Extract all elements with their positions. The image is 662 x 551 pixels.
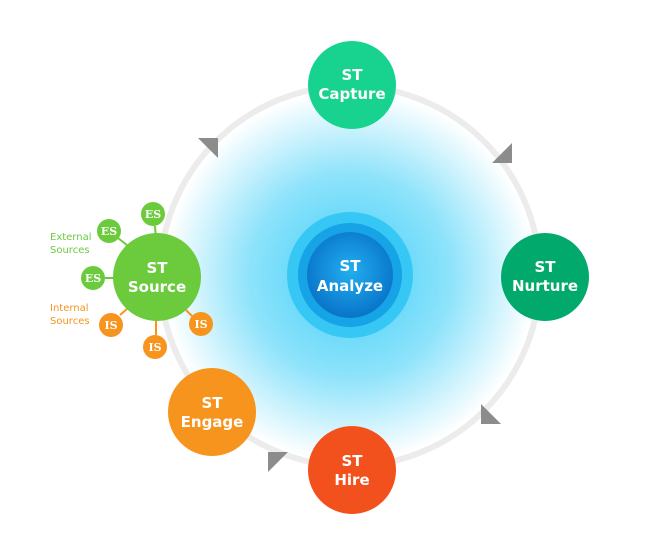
arrow-icon [198,138,218,158]
source-label-line2: Source [128,278,186,296]
analyze-label-line2: Analyze [317,277,383,295]
engage-label-line2: Engage [181,413,244,431]
stage-nurture[interactable]: ST Nurture [501,233,589,321]
is-label: IS [194,318,207,331]
is-label: IS [104,319,117,332]
arrow-icon [492,143,512,163]
analyze-label-line1: ST [339,257,361,275]
internal-source-node[interactable]: IS [99,313,123,337]
is-label: IS [148,341,161,354]
nurture-label-line2: Nurture [512,277,578,295]
external-sources-label-line2: Sources [50,245,90,256]
stage-capture[interactable]: ST Capture [308,41,396,129]
hire-label-line1: ST [341,452,363,470]
stage-hire[interactable]: ST Hire [308,426,396,514]
stage-analyze[interactable]: ST Analyze [287,212,413,338]
es-label: ES [145,208,161,221]
internal-sources-label-line1: Internal [50,303,89,314]
arrow-icon [481,404,501,424]
hire-label-line2: Hire [334,471,369,489]
nurture-label-line1: ST [534,258,556,276]
es-label: ES [85,272,101,285]
stage-engage[interactable]: ST Engage [168,368,256,456]
capture-label-line1: ST [341,66,363,84]
capture-label-line2: Capture [318,85,385,103]
internal-source-node[interactable]: IS [189,312,213,336]
arrow-icon [268,452,288,472]
external-source-node[interactable]: ES [141,202,165,226]
external-source-node[interactable]: ES [81,266,105,290]
external-sources-label-line1: External [50,232,92,243]
engage-label-line1: ST [201,394,223,412]
internal-sources-label-line2: Sources [50,316,90,327]
es-label: ES [101,225,117,238]
source-label-line1: ST [146,259,168,277]
external-source-node[interactable]: ES [97,219,121,243]
internal-source-node[interactable]: IS [143,335,167,359]
stage-source[interactable]: ST Source [113,233,201,321]
